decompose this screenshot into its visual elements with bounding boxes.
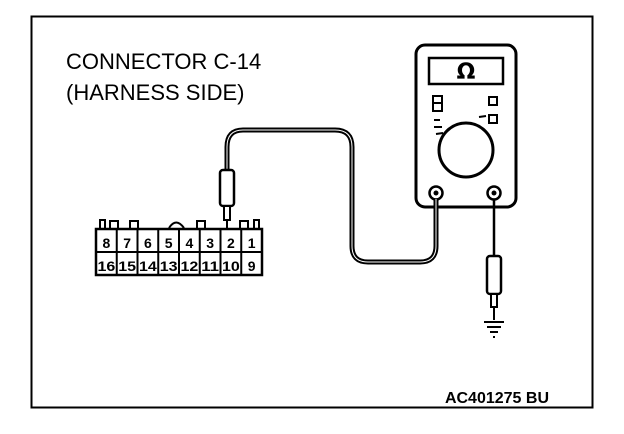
caption-line-2: (HARNESS SIDE) xyxy=(66,80,244,105)
pin-label-14: 14 xyxy=(139,258,157,274)
pin-label-11: 11 xyxy=(201,258,219,274)
pin-label-1: 1 xyxy=(248,235,256,251)
ground-symbol-icon xyxy=(484,321,504,338)
figure-frame xyxy=(30,15,594,409)
pin-label-7: 7 xyxy=(123,235,131,251)
pin-label-13: 13 xyxy=(160,258,178,274)
meter-indicator-right-top xyxy=(488,96,498,106)
pin-label-10: 10 xyxy=(222,258,240,274)
meter-indicator-right-bottom xyxy=(488,114,498,124)
pin-label-3: 3 xyxy=(206,235,214,251)
caption-line-1: CONNECTOR C-14 xyxy=(66,49,261,74)
ohmmeter: Ω xyxy=(414,43,518,209)
meter-scale-ticks xyxy=(434,115,487,135)
pin-label-15: 15 xyxy=(118,258,136,274)
meter-dial xyxy=(437,121,495,179)
pin-label-2: 2 xyxy=(227,235,235,251)
pin-label-4: 4 xyxy=(185,235,193,251)
pin-label-16: 16 xyxy=(97,258,115,274)
pin-label-9: 9 xyxy=(248,258,256,274)
meter-display xyxy=(427,56,505,86)
pin-label-12: 12 xyxy=(180,258,198,274)
connector-probe xyxy=(218,168,236,231)
connector-latch xyxy=(168,221,185,229)
pin-label-6: 6 xyxy=(144,235,152,251)
ground-probe xyxy=(485,254,503,320)
pin-label-8: 8 xyxy=(102,235,110,251)
figure-id: AC401275 BU xyxy=(445,390,549,407)
ohm-symbol-icon: Ω xyxy=(457,60,476,85)
pin-label-5: 5 xyxy=(165,235,173,251)
